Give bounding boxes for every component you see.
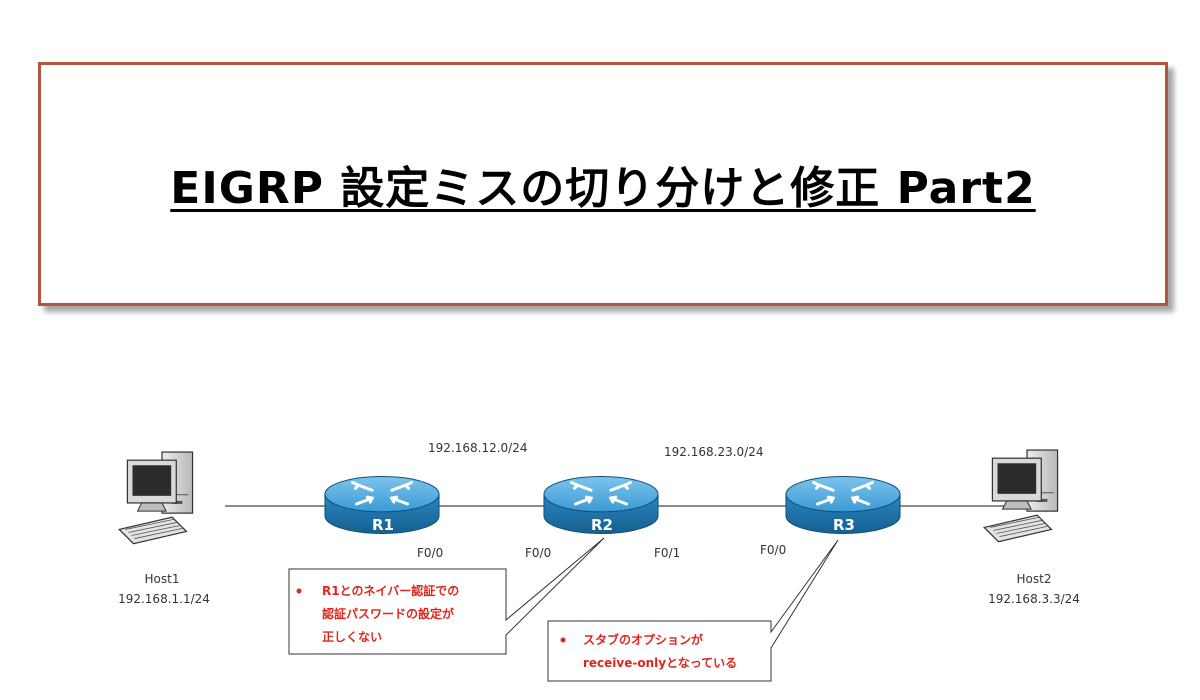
host2-name: Host2 bbox=[1017, 572, 1052, 586]
r3-callout bbox=[547, 539, 839, 682]
r2-callout-line3: 正しくない bbox=[322, 630, 382, 644]
r2-callout bbox=[288, 537, 605, 655]
network-label-23: 192.168.23.0/24 bbox=[664, 445, 763, 459]
host1-ip: 192.168.1.1/24 bbox=[118, 592, 210, 606]
host1-pc-icon bbox=[118, 451, 194, 545]
r1-interface-f00: F0/0 bbox=[417, 546, 443, 560]
r2-label: R2 bbox=[591, 516, 613, 534]
r2-callout-bullet bbox=[296, 588, 302, 594]
r3-callout-bullet bbox=[560, 637, 566, 643]
r2-interface-f01: F0/1 bbox=[654, 546, 680, 560]
r3-callout-line1: スタブのオプションが bbox=[583, 632, 703, 647]
title-box: EIGRP 設定ミスの切り分けと修正 Part2 bbox=[38, 62, 1168, 306]
network-label-12: 192.168.12.0/24 bbox=[428, 441, 527, 455]
r3-label: R3 bbox=[833, 516, 855, 534]
page-title: EIGRP 設定ミスの切り分けと修正 Part2 bbox=[170, 163, 1036, 214]
r1-label: R1 bbox=[372, 516, 394, 534]
r2-callout-line2: 認証パスワードの設定が bbox=[322, 606, 454, 621]
r3-callout-line2: receive-onlyとなっている bbox=[583, 656, 737, 670]
host2-pc-icon bbox=[983, 449, 1059, 543]
r3-interface-f00: F0/0 bbox=[760, 543, 786, 557]
r2-callout-line1: R1とのネイバー認証での bbox=[322, 583, 459, 598]
host2-ip: 192.168.3.3/24 bbox=[988, 592, 1080, 606]
host1-name: Host1 bbox=[145, 572, 180, 586]
r2-interface-f00: F0/0 bbox=[525, 546, 551, 560]
